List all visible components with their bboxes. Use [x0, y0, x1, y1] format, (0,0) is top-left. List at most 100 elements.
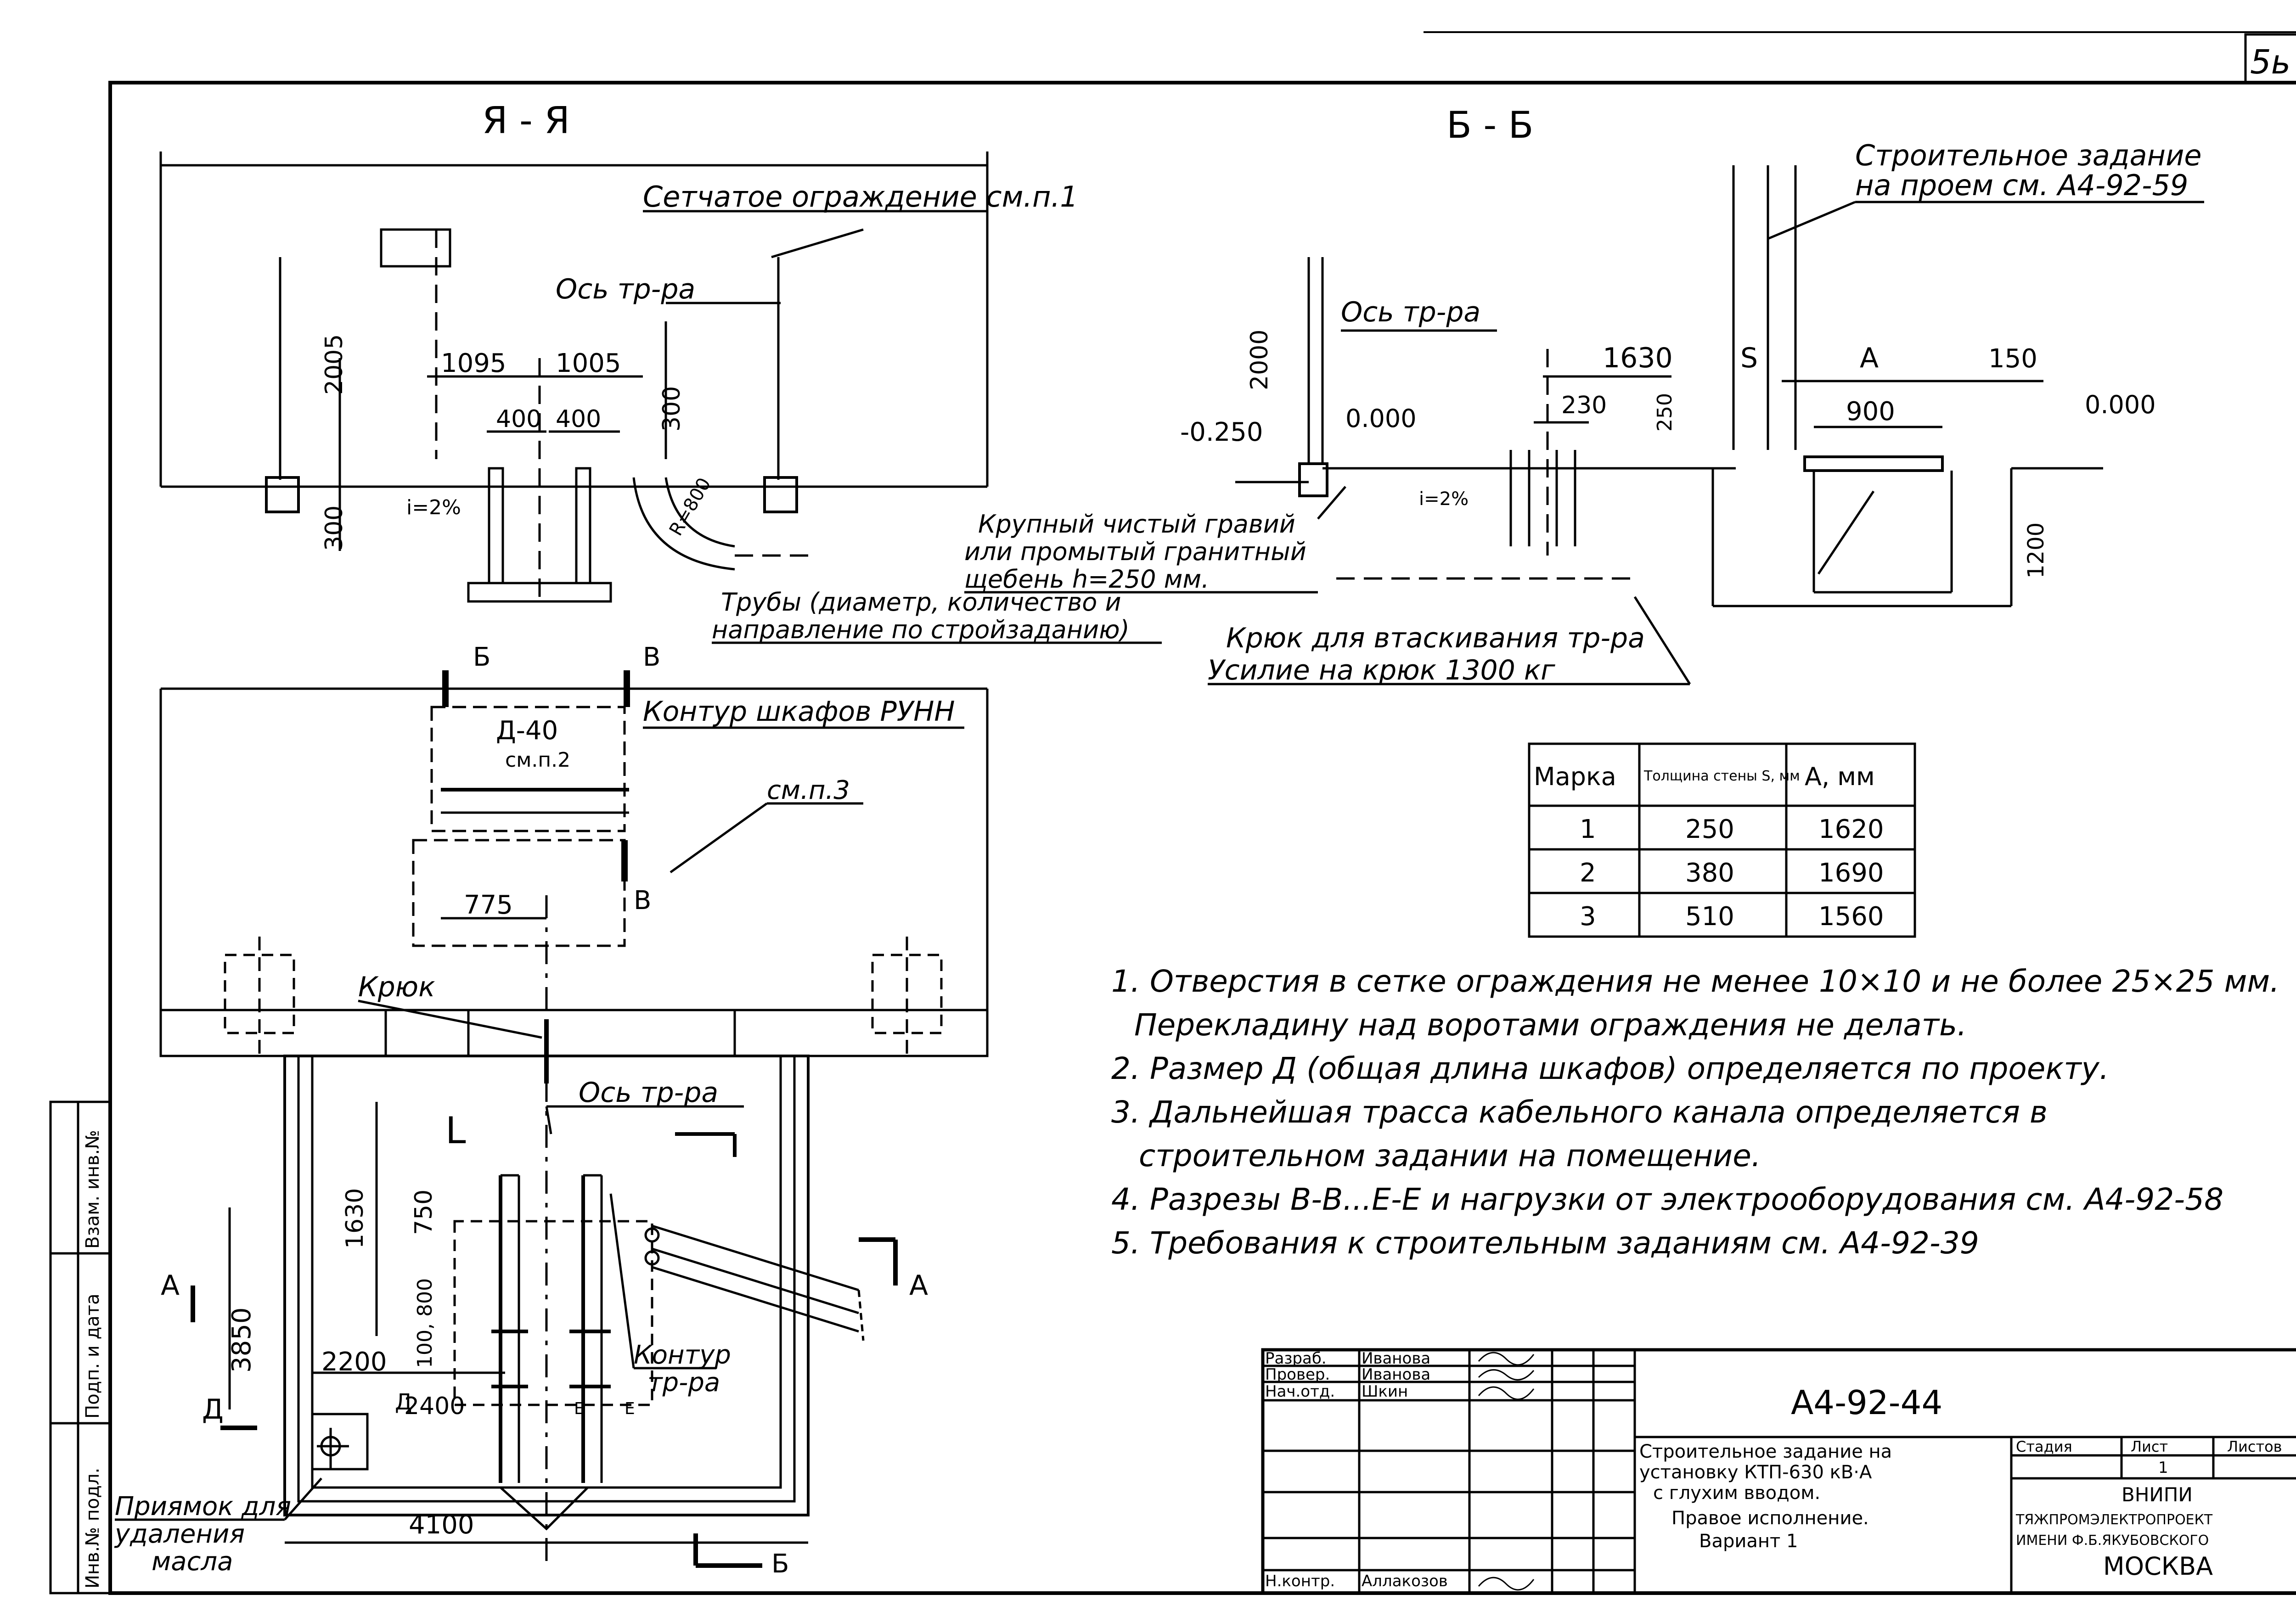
cut-v-right-label: В	[634, 886, 651, 915]
bb-dim-150: 150	[1988, 344, 2037, 374]
tb-title-line2: установку КТП-630 кВ·А	[1639, 1462, 1872, 1483]
section-bb: Б - Б Строительное задание на проем см. …	[964, 104, 2204, 686]
dim-750: 750	[410, 1190, 438, 1235]
side-stamp-replace: Взам. инв.№	[82, 1130, 103, 1249]
pit-line3: масла	[152, 1547, 233, 1577]
plan-pipe-axis: Ось тр-ра	[579, 1077, 718, 1109]
label-a-right: А	[909, 1269, 928, 1302]
label-d-inner: Д	[395, 1389, 412, 1415]
table-row2-s: 380	[1685, 858, 1734, 888]
tb-title-line1: Строительное задание на	[1639, 1441, 1892, 1462]
contour-line1: Контур	[634, 1340, 731, 1370]
notes: 1. Отверстия в сетке ограждения не менее…	[1111, 964, 2279, 1261]
aa-pipe-axis: Ось тр-ра	[556, 273, 695, 305]
bb-dim-2000: 2000	[1246, 330, 1273, 390]
table-header-a: А, мм	[1805, 762, 1875, 791]
see-p3: см.п.3	[767, 775, 850, 805]
dim-775: 775	[464, 890, 513, 920]
wall-thickness-table: Марка Толщина стены S, мм А, мм 1 250 16…	[1528, 742, 1916, 938]
bb-level-zero-left: 0.000	[1345, 404, 1417, 433]
tb-role-7: Н.контр.	[1265, 1572, 1335, 1590]
tb-title-line5: Вариант 1	[1699, 1531, 1798, 1552]
pipes-note-line2: направление по стройзаданию)	[712, 615, 1130, 644]
note-3: 3. Дальнейшая трасса кабельного канала о…	[1111, 1095, 2048, 1130]
cabinets-contour-label: Контур шкафов РУНН	[643, 696, 955, 728]
signature-1	[1478, 1352, 1535, 1366]
tb-name-7: Аллакозов	[1362, 1572, 1448, 1590]
table-row3-s: 510	[1685, 902, 1734, 932]
contour-line2: тр-ра	[647, 1368, 720, 1398]
aa-dim-1095: 1095	[441, 348, 506, 378]
hook-line1: Крюк для втаскивания тр-ра	[1226, 622, 1645, 654]
signature-2	[1478, 1369, 1535, 1381]
bb-dim-1630: 1630	[1603, 342, 1673, 374]
sheet-corner-mark: 5ь	[2250, 43, 2290, 81]
aa-dim-300-right: 300	[658, 386, 686, 432]
see-p2: см.п.2	[505, 748, 570, 772]
dim-800: 100, 800	[413, 1278, 437, 1368]
table-row3-mark: 3	[1580, 902, 1596, 932]
label-d: Д	[202, 1393, 224, 1426]
bb-dim-s: S	[1740, 342, 1758, 374]
gravel-line1: Крупный чистый гравий	[978, 510, 1295, 539]
table-header-mark: Марка	[1534, 762, 1616, 791]
aa-dim-400-left: 400	[496, 405, 541, 433]
table-row1-s: 250	[1685, 814, 1734, 844]
tb-sheet-value: 1	[2158, 1459, 2168, 1477]
tb-name-1: Иванова	[1362, 1349, 1430, 1368]
tb-name-3: Шкин	[1362, 1382, 1408, 1401]
dim-d40: Д-40	[496, 716, 558, 746]
tb-sheet-label: Лист	[2131, 1438, 2168, 1455]
tb-role-1: Разраб.	[1265, 1349, 1327, 1368]
table-header-thickness: Толщина стены S, мм	[1643, 768, 1800, 784]
tb-role-3: Нач.отд.	[1265, 1382, 1335, 1401]
table-row3-a: 1560	[1818, 902, 1884, 932]
section-aa: Я - Я Сетчатое ограждение см.п.1 Ось тр-…	[159, 99, 1162, 644]
note-1b: Перекладину над воротами ограждения не д…	[1134, 1007, 1967, 1043]
label-b-bottom: Б	[771, 1549, 789, 1579]
cut-v-top-label: В	[643, 642, 660, 672]
bb-slope: i=2%	[1419, 488, 1469, 510]
dim-2400: 2400	[404, 1392, 465, 1420]
dim-3850: 3850	[227, 1307, 257, 1373]
dim-1630-plan: 1630	[341, 1188, 369, 1249]
side-stamp-sign: Подп. и дата	[82, 1294, 103, 1419]
note-4: 4. Разрезы В-В...Е-Е и нагрузки от элект…	[1111, 1182, 2223, 1217]
bb-level-zero-right: 0.000	[2085, 390, 2156, 419]
table-row1-mark: 1	[1580, 814, 1596, 844]
bb-task-note-line1: Строительное задание	[1855, 139, 2202, 172]
bb-pipe-axis: Ось тр-ра	[1341, 296, 1480, 328]
signature-7	[1478, 1577, 1535, 1591]
dim-4100: 4100	[409, 1510, 474, 1540]
hook-line2: Усилие на крюк 1300 кг	[1208, 654, 1555, 686]
label-e1: Е	[574, 1399, 585, 1418]
aa-slope: i=2%	[406, 496, 461, 519]
side-stamp: Инв.№ подл. Подп. и дата Взам. инв.№	[49, 1100, 112, 1594]
bb-dim-230: 230	[1561, 392, 1607, 419]
side-stamp-inv: Инв.№ подл.	[82, 1468, 103, 1589]
note-2: 2. Размер Д (общая длина шкафов) определ…	[1111, 1051, 2109, 1086]
table-row2-mark: 2	[1580, 858, 1596, 888]
note-3b: строительном задании на помещение.	[1139, 1138, 1761, 1173]
tb-org-line1: ВНИПИ	[2122, 1483, 2193, 1506]
bb-task-note-line2: на проем см. А4-92-59	[1855, 168, 2188, 202]
aa-dim-1005: 1005	[556, 348, 621, 378]
bb-dim-900: 900	[1846, 397, 1895, 427]
sheet-frame: 5ь	[108, 31, 2296, 1595]
aa-dim-400-right: 400	[556, 405, 601, 433]
gravel-line2: или промытый гранитный	[964, 537, 1306, 566]
note-5: 5. Требования к строительным заданиям см…	[1111, 1225, 1979, 1261]
label-a-left: А	[161, 1269, 180, 1302]
tb-org-line4: МОСКВА	[2103, 1552, 2213, 1581]
table-row2-a: 1690	[1818, 858, 1884, 888]
tb-org-line3: ИМЕНИ Ф.Б.ЯКУБОВСКОГО	[2016, 1533, 2209, 1549]
title-block: Разраб. Иванова Провер. Иванова Нач.отд.…	[1261, 1348, 2296, 1595]
tb-sheets-label: Листов	[2227, 1438, 2282, 1455]
bb-dim-a: А	[1860, 342, 1879, 374]
section-aa-title: Я - Я	[482, 99, 570, 142]
bb-level-left: -0.250	[1180, 417, 1263, 447]
tb-name-2: Иванова	[1362, 1365, 1430, 1384]
tb-doc-code: А4-92-44	[1791, 1383, 1942, 1422]
aa-radius: R=800	[665, 474, 715, 539]
